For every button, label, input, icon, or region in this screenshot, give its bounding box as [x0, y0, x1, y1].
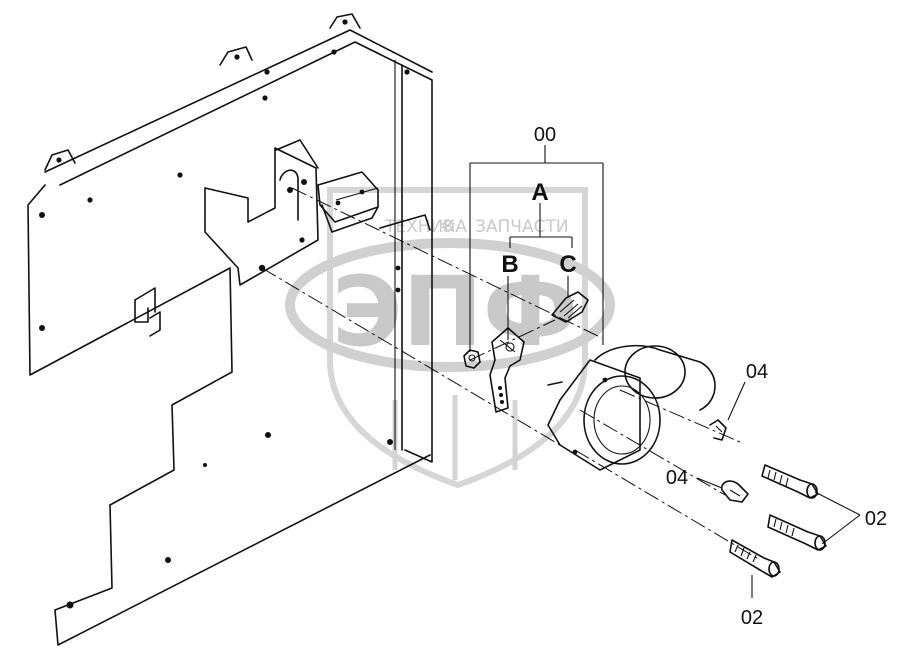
callout-group-a: A [531, 179, 548, 206]
sensor-link [489, 327, 525, 413]
watermark: ТЕХНИКА ⚙ ЗАПЧАСТИ ЭПФ [285, 187, 615, 489]
callout-group-b: B [501, 251, 518, 278]
gear-icon: ⚙ [440, 216, 456, 237]
clip-upper [709, 419, 727, 441]
watermark-oval [285, 238, 615, 372]
callout-assembly: 00 [534, 124, 556, 146]
callout-labels: 00 A B C 04 04 02 02 [501, 124, 887, 629]
rotary-sensor [547, 344, 716, 471]
callout-lines [469, 145, 861, 598]
small-bracket [317, 171, 431, 233]
callout-clip-lower: 04 [666, 467, 688, 489]
bolt-lower [729, 539, 781, 578]
callout-clip-upper: 04 [746, 361, 768, 383]
bolt-middle [767, 514, 827, 551]
callout-group-c: C [559, 251, 576, 278]
bolt-upper [761, 464, 819, 499]
clip-lower [720, 480, 749, 503]
screw [551, 291, 589, 323]
callout-bolt-bottom: 02 [741, 607, 763, 629]
mounting-panel [27, 13, 433, 646]
watermark-shield [327, 187, 588, 489]
watermark-logo-text: ЭПФ [332, 256, 578, 368]
callout-bolt-right: 02 [865, 508, 887, 530]
watermark-text-right: ЗАПЧАСТИ [475, 217, 569, 237]
watermark-text-left: ТЕХНИКА [384, 217, 467, 237]
bracket [204, 139, 319, 286]
